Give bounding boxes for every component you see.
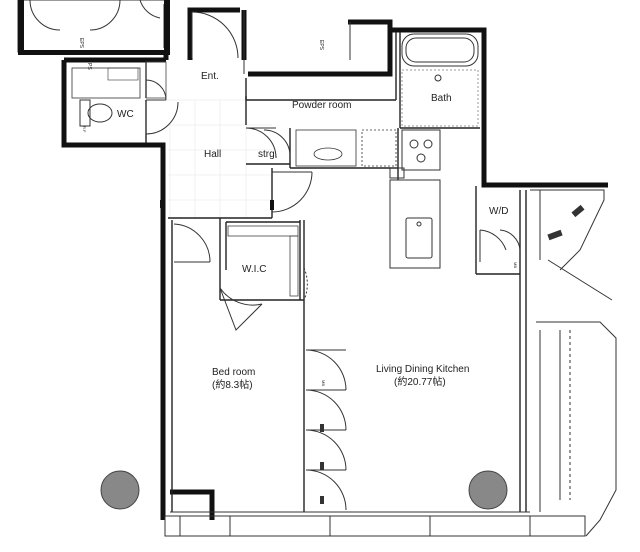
ldk-area-label: (約20.77帖) bbox=[394, 375, 446, 388]
kitchen-fixtures bbox=[389, 129, 441, 179]
bathtub-fixture bbox=[401, 33, 479, 127]
ent-label: Ent. bbox=[201, 71, 219, 82]
ldk-label: Living Dining Kitchen bbox=[376, 364, 469, 375]
closet-markers bbox=[320, 424, 324, 504]
eps-top-center-label: EPS bbox=[318, 40, 324, 51]
wic-shelves bbox=[227, 225, 299, 297]
mb-wd-label: MB bbox=[513, 262, 518, 268]
top-balcony-wall bbox=[18, 0, 170, 55]
rf-label: R.F bbox=[82, 126, 87, 133]
column-left bbox=[100, 470, 140, 510]
powder-room-label: Powder room bbox=[292, 100, 351, 111]
corridor-outline bbox=[243, 10, 351, 74]
eps-top-left-label: EPS bbox=[78, 38, 84, 49]
wic-label: W.I.C bbox=[242, 264, 266, 275]
toilet-fixture bbox=[71, 67, 141, 127]
right-balcony bbox=[530, 189, 617, 537]
kitchen-island bbox=[389, 179, 441, 269]
doors bbox=[145, 11, 521, 511]
vanity-fixture bbox=[295, 129, 397, 167]
bath-label: Bath bbox=[431, 93, 452, 104]
bedroom-area-label: (約8.3帖) bbox=[212, 378, 253, 391]
mb-bed-label: MB bbox=[321, 380, 326, 386]
bedroom-label: Bed room bbox=[212, 367, 255, 378]
top-balcony bbox=[17, 0, 169, 53]
wc-label: WC bbox=[117, 109, 134, 120]
left-wall-marks bbox=[160, 200, 274, 210]
wd-label: W/D bbox=[489, 206, 508, 217]
hall-label: Hall bbox=[204, 149, 221, 160]
strg-label: strg. bbox=[258, 149, 277, 160]
bottom-balcony bbox=[164, 511, 586, 537]
columns bbox=[100, 470, 508, 510]
right-balcony-fixtures bbox=[547, 204, 585, 241]
column-right bbox=[468, 470, 508, 510]
ps-label: PS bbox=[86, 63, 92, 70]
shoe-cabinet bbox=[145, 61, 167, 99]
